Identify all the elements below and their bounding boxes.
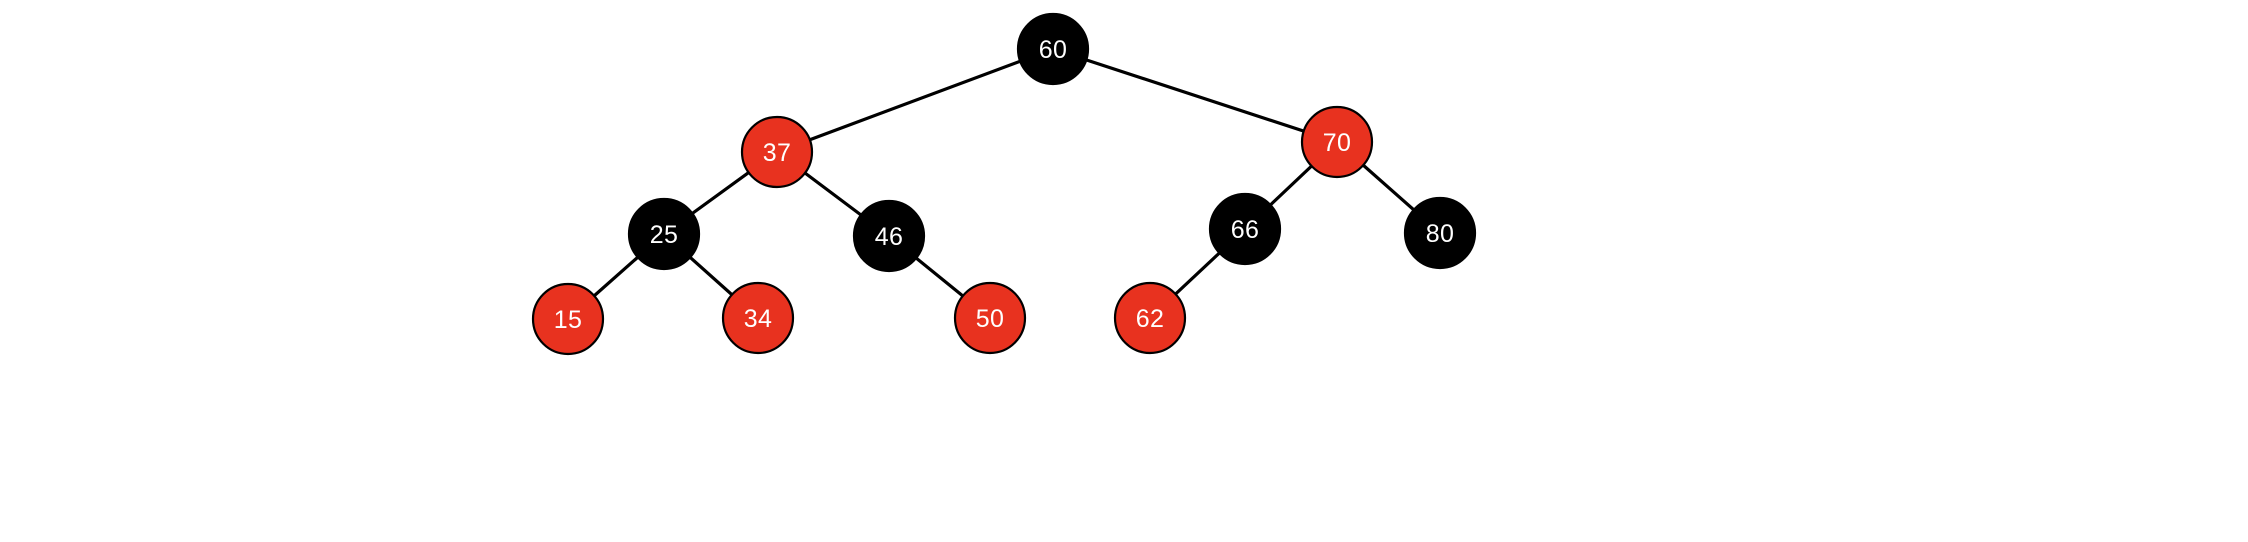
node-label-46: 46: [875, 223, 903, 251]
node-circle-34[interactable]: [721, 281, 795, 355]
tree-edge-n60-n37: [775, 47, 1055, 154]
node-circle-37[interactable]: [740, 115, 814, 189]
node-circle-62[interactable]: [1113, 281, 1187, 355]
edge-layer: [566, 47, 1442, 321]
node-label-50: 50: [976, 305, 1004, 333]
tree-node-70[interactable]: 70: [1300, 105, 1374, 179]
tree-node-37[interactable]: 37: [740, 115, 814, 189]
node-label-80: 80: [1426, 220, 1454, 248]
tree-edge-n60-n70: [1051, 47, 1339, 144]
node-label-34: 34: [744, 305, 772, 333]
tree-node-62[interactable]: 62: [1113, 281, 1187, 355]
tree-node-80[interactable]: 80: [1403, 196, 1477, 270]
node-circle-46[interactable]: [852, 199, 926, 273]
node-label-66: 66: [1231, 216, 1259, 244]
node-circle-25[interactable]: [627, 197, 701, 271]
node-circle-50[interactable]: [953, 281, 1027, 355]
tree-node-15[interactable]: 15: [531, 282, 605, 356]
node-label-37: 37: [763, 139, 791, 167]
tree-node-25[interactable]: 25: [627, 197, 701, 271]
tree-node-66[interactable]: 66: [1208, 192, 1282, 266]
node-circle-60[interactable]: [1016, 12, 1090, 86]
node-circle-15[interactable]: [531, 282, 605, 356]
node-circle-80[interactable]: [1403, 196, 1477, 270]
node-label-62: 62: [1136, 305, 1164, 333]
tree-node-34[interactable]: 34: [721, 281, 795, 355]
node-label-70: 70: [1323, 129, 1351, 157]
node-circle-66[interactable]: [1208, 192, 1282, 266]
tree-node-50[interactable]: 50: [953, 281, 1027, 355]
node-layer: 60 37 70 25 46 66 80 15 34 50 62: [531, 12, 1477, 356]
tree-node-46[interactable]: 46: [852, 199, 926, 273]
node-label-60: 60: [1039, 36, 1067, 64]
tree-node-60[interactable]: 60: [1016, 12, 1090, 86]
node-circle-70[interactable]: [1300, 105, 1374, 179]
node-label-25: 25: [650, 221, 678, 249]
node-label-15: 15: [554, 306, 582, 334]
